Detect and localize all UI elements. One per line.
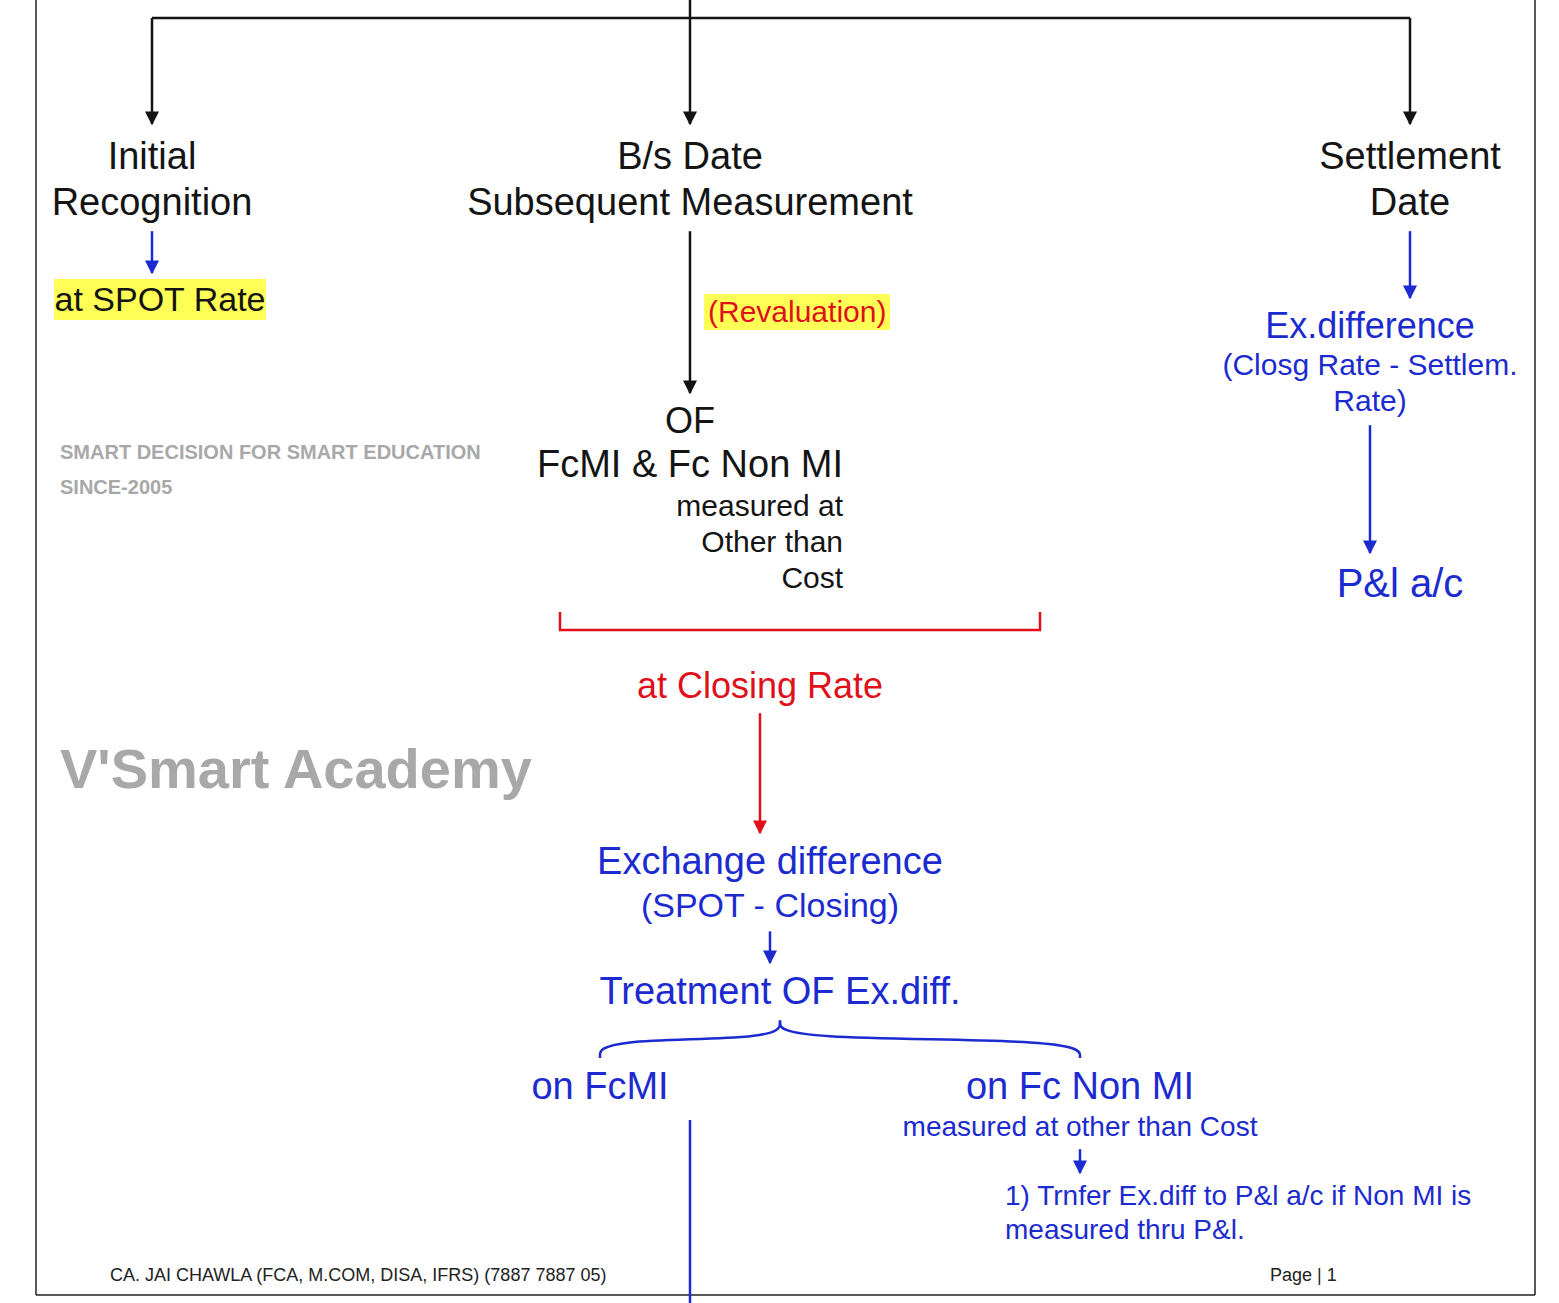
flow-connector [1369, 425, 1372, 553]
edge-label: (Revaluation) [704, 294, 890, 330]
node-text: OF [537, 399, 843, 442]
page-number: Page | 1 [1270, 1265, 1337, 1287]
watermark-text: V'Smart Academy [60, 735, 532, 802]
page-frame [36, 1294, 1535, 1296]
text-node: Treatment OF Ex.diff. [591, 965, 968, 1019]
node-text: measured at other than Cost [903, 1110, 1258, 1144]
node-text: Settlement Date [1310, 134, 1510, 225]
text-node: B/s DateSubsequent Measurement [459, 130, 921, 229]
flow-connector [780, 1021, 1080, 1058]
text-node: 1) Trnfer Ex.diff to P&l a/c if Non MI i… [997, 1175, 1533, 1250]
node-text: Ex.difference [1205, 304, 1535, 347]
node-text: at Closing Rate [637, 664, 883, 707]
node-text: Initial Recognition [47, 134, 257, 225]
node-text: (SPOT - Closing) [597, 885, 943, 926]
branch-drop [151, 18, 154, 124]
node-text: P&l a/c [1337, 559, 1464, 607]
footer-text: CA. JAI CHAWLA (FCA, M.COM, DISA, IFRS) … [110, 1265, 606, 1287]
node-text: 1) Trnfer Ex.diff to P&l a/c if Non MI i… [1005, 1179, 1525, 1246]
text-node: Exchange difference(SPOT - Closing) [589, 835, 951, 929]
page-frame [35, 0, 37, 1295]
group-bracket [560, 612, 1040, 630]
continuation-line [689, 1120, 692, 1303]
node-text: (Closg Rate - Settlem. Rate) [1205, 347, 1535, 419]
branch-drop [1409, 18, 1412, 124]
node-text: on FcMI [531, 1064, 668, 1110]
flow-connector [759, 713, 762, 833]
node-text: on Fc Non MI [903, 1064, 1258, 1110]
flow-connector [600, 1021, 780, 1058]
node-text: measured at Other than Cost [643, 488, 843, 596]
branch-line [689, 0, 692, 18]
node-text: at SPOT Rate [54, 279, 265, 320]
branch-bar [152, 17, 1410, 20]
text-node: OFFcMI & Fc Non MImeasured at Other than… [529, 395, 851, 600]
watermark-text: SINCE-2005 [60, 475, 172, 499]
node-text: Treatment OF Ex.diff. [599, 969, 960, 1015]
node-text: Exchange difference [597, 839, 943, 885]
flow-connector [1079, 1149, 1082, 1173]
node-text: FcMI & Fc Non MI [537, 442, 843, 488]
text-node: at Closing Rate [629, 660, 891, 711]
node-text: Subsequent Measurement [467, 180, 913, 226]
branch-drop [689, 18, 692, 124]
watermark-text: SMART DECISION FOR SMART EDUCATION [60, 440, 481, 464]
flow-connector [689, 231, 692, 393]
text-node: at SPOT Rate [46, 275, 273, 324]
text-node: Settlement Date [1302, 130, 1518, 229]
text-node: Initial Recognition [39, 130, 265, 229]
flow-connector [151, 231, 154, 273]
text-node: on FcMI [523, 1060, 676, 1114]
node-text: B/s Date [467, 134, 913, 180]
page-frame [1534, 0, 1536, 1295]
text-node: Ex.difference(Closg Rate - Settlem. Rate… [1197, 300, 1543, 423]
flow-connector [1409, 231, 1412, 298]
flow-connector [769, 931, 772, 963]
text-node: P&l a/c [1329, 555, 1472, 611]
text-node: on Fc Non MImeasured at other than Cost [895, 1060, 1266, 1147]
